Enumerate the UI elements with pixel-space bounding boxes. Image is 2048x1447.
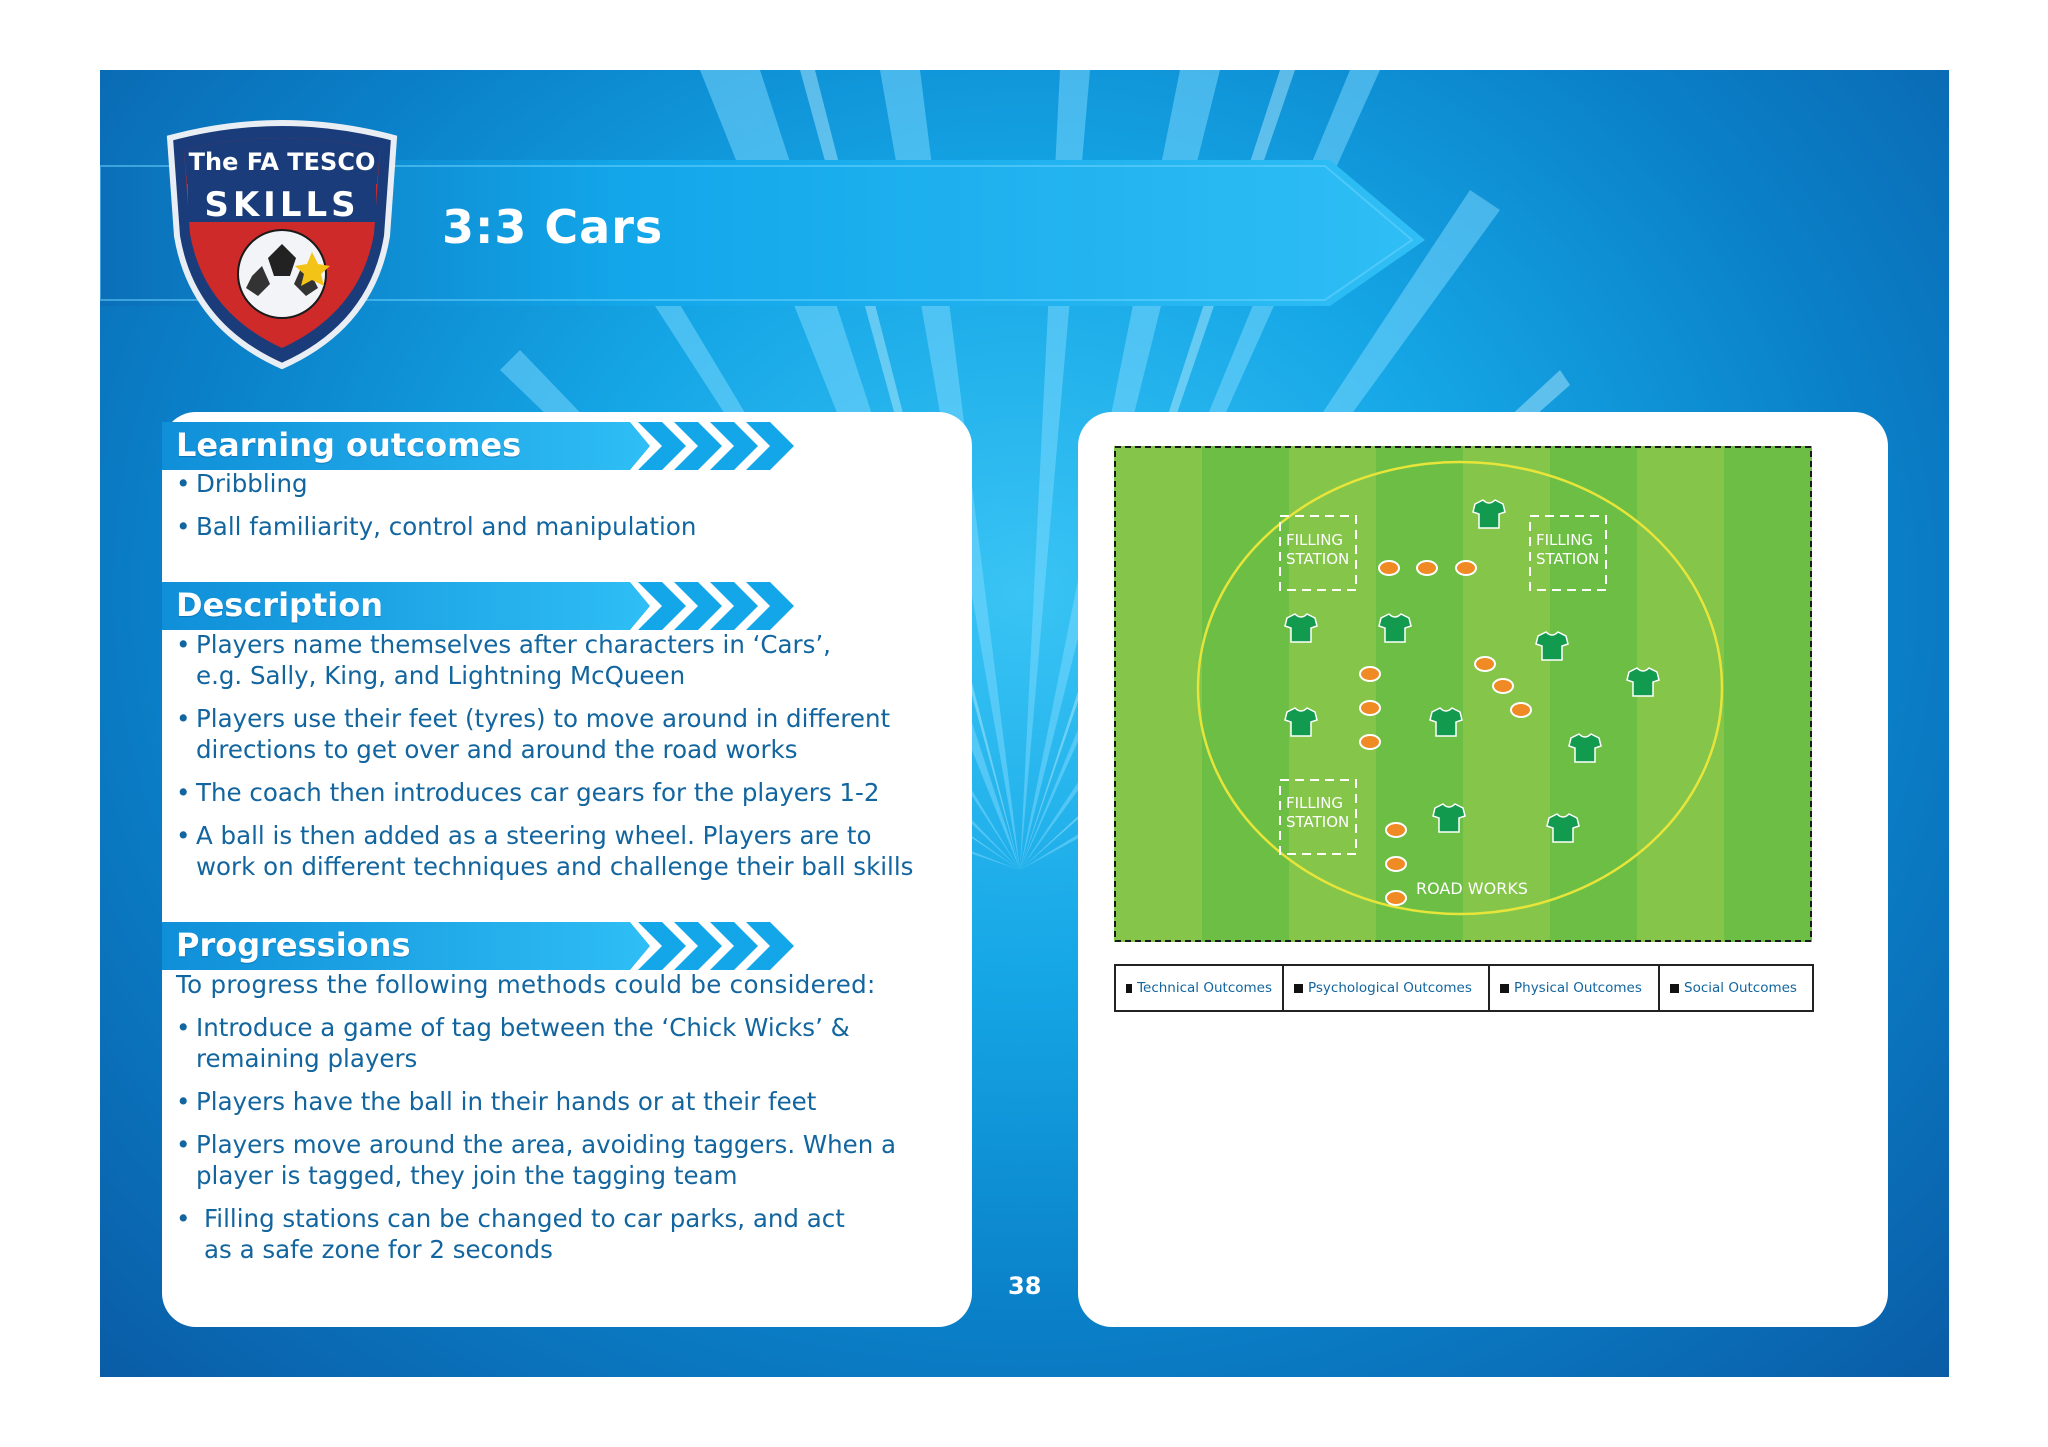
svg-text:STATION: STATION	[1286, 550, 1349, 568]
page-number: 38	[1008, 1272, 1042, 1300]
svg-text:STATION: STATION	[1536, 550, 1599, 568]
legend-item: Technical Outcomes	[1116, 966, 1284, 1010]
filling-station: FILLING STATION	[1529, 515, 1607, 591]
text-panel: Learning outcomes Dribbling Ball familia…	[162, 412, 972, 1327]
page-title: 3:3 Cars	[442, 200, 664, 254]
legend-item: Physical Outcomes	[1490, 966, 1660, 1010]
player-shirt-icon	[1546, 813, 1580, 843]
player-shirt-icon	[1378, 613, 1412, 643]
legend-square-icon	[1294, 983, 1303, 993]
cone-icon	[1378, 560, 1400, 576]
diagram-panel: FILLING STATION FILLING STATION FILLING …	[1078, 412, 1888, 1327]
list-item: Players have the ball in their hands or …	[176, 1086, 816, 1117]
page-background: The FA TESCO SKILLS 3:3 Cars Learning ou…	[100, 70, 1949, 1377]
player-shirt-icon	[1568, 733, 1602, 763]
svg-text:FILLING: FILLING	[1286, 531, 1343, 549]
list-item: Dribbling	[176, 468, 308, 499]
fa-tesco-skills-logo: The FA TESCO SKILLS	[166, 120, 398, 370]
section-heading-learning-outcomes: Learning outcomes	[162, 422, 812, 470]
cone-icon	[1416, 560, 1438, 576]
svg-text:FILLING: FILLING	[1286, 794, 1343, 812]
section-heading-progressions: Progressions	[162, 922, 812, 970]
legend-item: Psychological Outcomes	[1284, 966, 1490, 1010]
list-item: Players move around the area, avoiding t…	[176, 1129, 896, 1191]
player-shirt-icon	[1429, 707, 1463, 737]
cone-icon	[1474, 656, 1496, 672]
player-shirt-icon	[1535, 631, 1569, 661]
cones	[1359, 560, 1532, 906]
cone-icon	[1510, 702, 1532, 718]
legend-square-icon	[1500, 983, 1509, 993]
cone-icon	[1385, 856, 1407, 872]
svg-text:The FA TESCO: The FA TESCO	[189, 148, 376, 176]
list-item: Filling stations can be changed to car p…	[176, 1203, 845, 1265]
list-item: Ball familiarity, control and manipulati…	[176, 511, 696, 542]
arrow-heading-bar	[162, 582, 794, 630]
svg-text:FILLING: FILLING	[1536, 531, 1593, 549]
svg-text:SKILLS: SKILLS	[204, 185, 359, 225]
section-title: Description	[176, 586, 383, 624]
list-item: A ball is then added as a steering wheel…	[176, 820, 913, 882]
list-item: Players name themselves after characters…	[176, 629, 831, 691]
section-title: Learning outcomes	[176, 426, 522, 464]
players	[1284, 499, 1660, 843]
player-shirt-icon	[1432, 803, 1466, 833]
player-shirt-icon	[1284, 613, 1318, 643]
cone-icon	[1359, 734, 1381, 750]
player-shirt-icon	[1472, 499, 1506, 529]
outcomes-legend: Technical Outcomes Psychological Outcome…	[1114, 964, 1814, 1012]
arrow-heading-bar	[162, 422, 794, 470]
cone-icon	[1359, 700, 1381, 716]
player-shirt-icon	[1626, 667, 1660, 697]
cone-icon	[1492, 678, 1514, 694]
list-item: Introduce a game of tag between the ‘Chi…	[176, 1012, 850, 1074]
title-banner	[100, 160, 1425, 306]
playing-circle	[1196, 460, 1724, 916]
list-item: Players use their feet (tyres) to move a…	[176, 703, 890, 765]
svg-text:STATION: STATION	[1286, 813, 1349, 831]
legend-square-icon	[1126, 983, 1133, 993]
filling-station: FILLING STATION	[1279, 515, 1357, 591]
arrow-heading-bar	[162, 922, 794, 970]
progressions-intro: To progress the following methods could …	[176, 970, 876, 999]
legend-item: Social Outcomes	[1660, 966, 1812, 1010]
cone-icon	[1359, 666, 1381, 682]
pitch-boundary	[1114, 446, 1812, 942]
road-works-label: ROAD WORKS	[1416, 879, 1528, 898]
player-shirt-icon	[1284, 707, 1318, 737]
legend-square-icon	[1670, 983, 1679, 993]
cone-icon	[1385, 890, 1407, 906]
pitch-diagram: FILLING STATION FILLING STATION FILLING …	[1114, 446, 1812, 942]
filling-station: FILLING STATION	[1279, 779, 1357, 855]
cone-icon	[1455, 560, 1477, 576]
section-heading-description: Description	[162, 582, 812, 630]
section-title: Progressions	[176, 926, 411, 964]
cone-icon	[1385, 822, 1407, 838]
list-item: The coach then introduces car gears for …	[176, 777, 879, 808]
